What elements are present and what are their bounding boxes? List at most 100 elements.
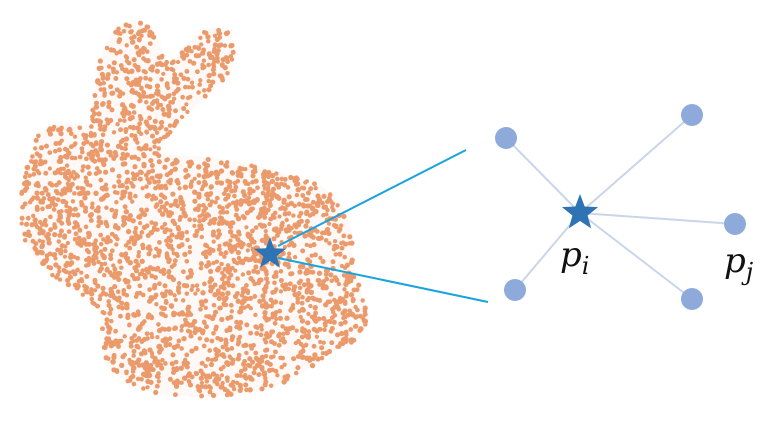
point-dot xyxy=(122,67,128,74)
point-dot xyxy=(223,250,229,256)
point-dot xyxy=(257,298,263,304)
point-dot xyxy=(245,233,250,238)
point-dot xyxy=(19,189,25,194)
point-dot xyxy=(116,179,122,185)
neighbor-nodes xyxy=(495,104,746,310)
point-dot xyxy=(122,146,128,152)
point-dot xyxy=(132,62,138,68)
point-dot xyxy=(90,107,96,113)
point-dot xyxy=(150,168,156,174)
point-dot xyxy=(53,256,58,261)
point-dot xyxy=(120,354,126,360)
point-dot xyxy=(207,251,213,256)
point-dot xyxy=(233,234,239,239)
point-dot xyxy=(39,190,45,196)
point-dot xyxy=(299,334,305,340)
point-dot xyxy=(215,48,221,54)
point-dot xyxy=(255,185,260,191)
point-dot xyxy=(244,387,249,393)
point-dot xyxy=(64,203,69,209)
point-dot xyxy=(291,242,297,248)
point-dot xyxy=(115,289,121,294)
point-dot xyxy=(174,88,180,94)
point-dot xyxy=(332,304,338,310)
point-dot xyxy=(110,340,116,345)
point-dot xyxy=(156,153,162,159)
point-dot xyxy=(204,263,210,269)
point-dot xyxy=(211,59,217,65)
point-dot xyxy=(220,283,226,289)
point-dot xyxy=(121,91,126,96)
point-dot xyxy=(342,254,347,260)
point-dot xyxy=(149,295,155,300)
point-dot xyxy=(46,128,52,134)
point-dot xyxy=(135,31,141,37)
point-dot xyxy=(235,298,241,304)
point-dot xyxy=(245,248,250,253)
point-dot xyxy=(304,197,310,202)
point-dot xyxy=(292,254,298,260)
point-dot xyxy=(297,263,304,270)
point-dot xyxy=(247,295,254,301)
point-dot xyxy=(165,242,170,247)
point-dot xyxy=(163,207,169,213)
point-dot xyxy=(156,327,163,334)
point-dot xyxy=(184,283,190,289)
point-dot xyxy=(222,254,227,259)
point-dot xyxy=(244,322,250,328)
point-dot xyxy=(259,354,266,360)
point-dot xyxy=(150,354,155,359)
point-dot xyxy=(185,109,190,115)
point-dot xyxy=(224,220,231,226)
point-dot xyxy=(43,187,49,193)
point-dot xyxy=(252,198,257,204)
point-dot xyxy=(230,170,236,176)
point-dot xyxy=(108,306,114,312)
point-dot xyxy=(228,302,234,308)
point-dot xyxy=(106,299,111,304)
point-dot xyxy=(262,382,268,388)
point-dot xyxy=(295,365,301,371)
point-dot xyxy=(167,342,173,348)
point-dot xyxy=(225,160,230,165)
point-dot xyxy=(231,379,236,385)
point-dot xyxy=(111,156,117,161)
point-dot xyxy=(50,272,55,278)
point-dot xyxy=(304,218,310,224)
point-dot xyxy=(253,324,259,330)
point-dot xyxy=(111,130,117,135)
point-dot xyxy=(218,160,224,166)
point-dot xyxy=(282,211,288,217)
point-dot xyxy=(105,266,110,271)
point-dot xyxy=(156,344,162,350)
point-dot xyxy=(325,268,330,274)
point-dot xyxy=(248,306,254,311)
point-dot xyxy=(228,391,234,397)
point-dot xyxy=(153,389,159,395)
point-dot xyxy=(102,90,108,96)
point-dot xyxy=(120,151,126,157)
point-dot xyxy=(230,283,236,289)
point-dot xyxy=(193,370,198,376)
point-dot xyxy=(316,198,322,204)
point-dot xyxy=(184,68,190,74)
point-dot xyxy=(227,327,233,333)
point-dot xyxy=(121,193,127,199)
point-dot xyxy=(101,87,107,92)
point-dot xyxy=(159,62,165,68)
point-dot xyxy=(321,340,326,345)
point-dot xyxy=(86,151,92,157)
point-dot xyxy=(170,59,176,65)
point-dot xyxy=(310,356,316,362)
point-dot xyxy=(149,331,154,337)
point-dot xyxy=(132,360,138,366)
point-dot xyxy=(289,271,295,276)
point-dot xyxy=(271,236,277,242)
point-dot xyxy=(265,187,271,193)
point-dot xyxy=(108,293,114,299)
point-dot xyxy=(201,64,207,70)
point-dot xyxy=(176,280,182,286)
point-dot xyxy=(334,224,339,230)
point-dot xyxy=(147,347,153,353)
point-dot xyxy=(296,219,302,226)
